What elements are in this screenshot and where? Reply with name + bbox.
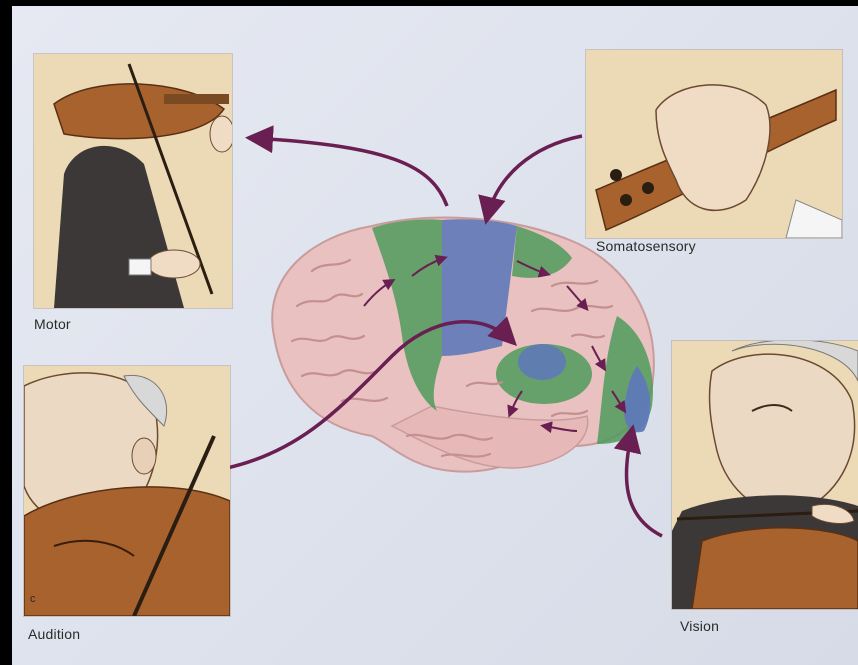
somatosensory-illustration <box>586 50 842 238</box>
right-hand <box>148 250 200 278</box>
ear <box>132 438 156 474</box>
vision-input-arrow <box>626 431 662 536</box>
audition-illustration: c <box>24 366 230 616</box>
left-hand <box>210 116 232 152</box>
figure-page: Motor Somatosensory c Audition <box>12 6 858 665</box>
violin-body <box>692 528 858 609</box>
motor-output-arrow <box>252 138 447 206</box>
motor-label: Motor <box>34 316 71 332</box>
motor-illustration <box>34 54 232 308</box>
brain <box>272 218 654 472</box>
auditory-cortex <box>518 344 566 380</box>
panel-letter: c <box>30 593 36 605</box>
somatosensory-label: Somatosensory <box>596 238 696 254</box>
vision-illustration <box>672 341 858 609</box>
vision-label: Vision <box>680 618 719 634</box>
audition-label: Audition <box>28 626 80 642</box>
somatosensory-input-arrow <box>487 136 582 218</box>
